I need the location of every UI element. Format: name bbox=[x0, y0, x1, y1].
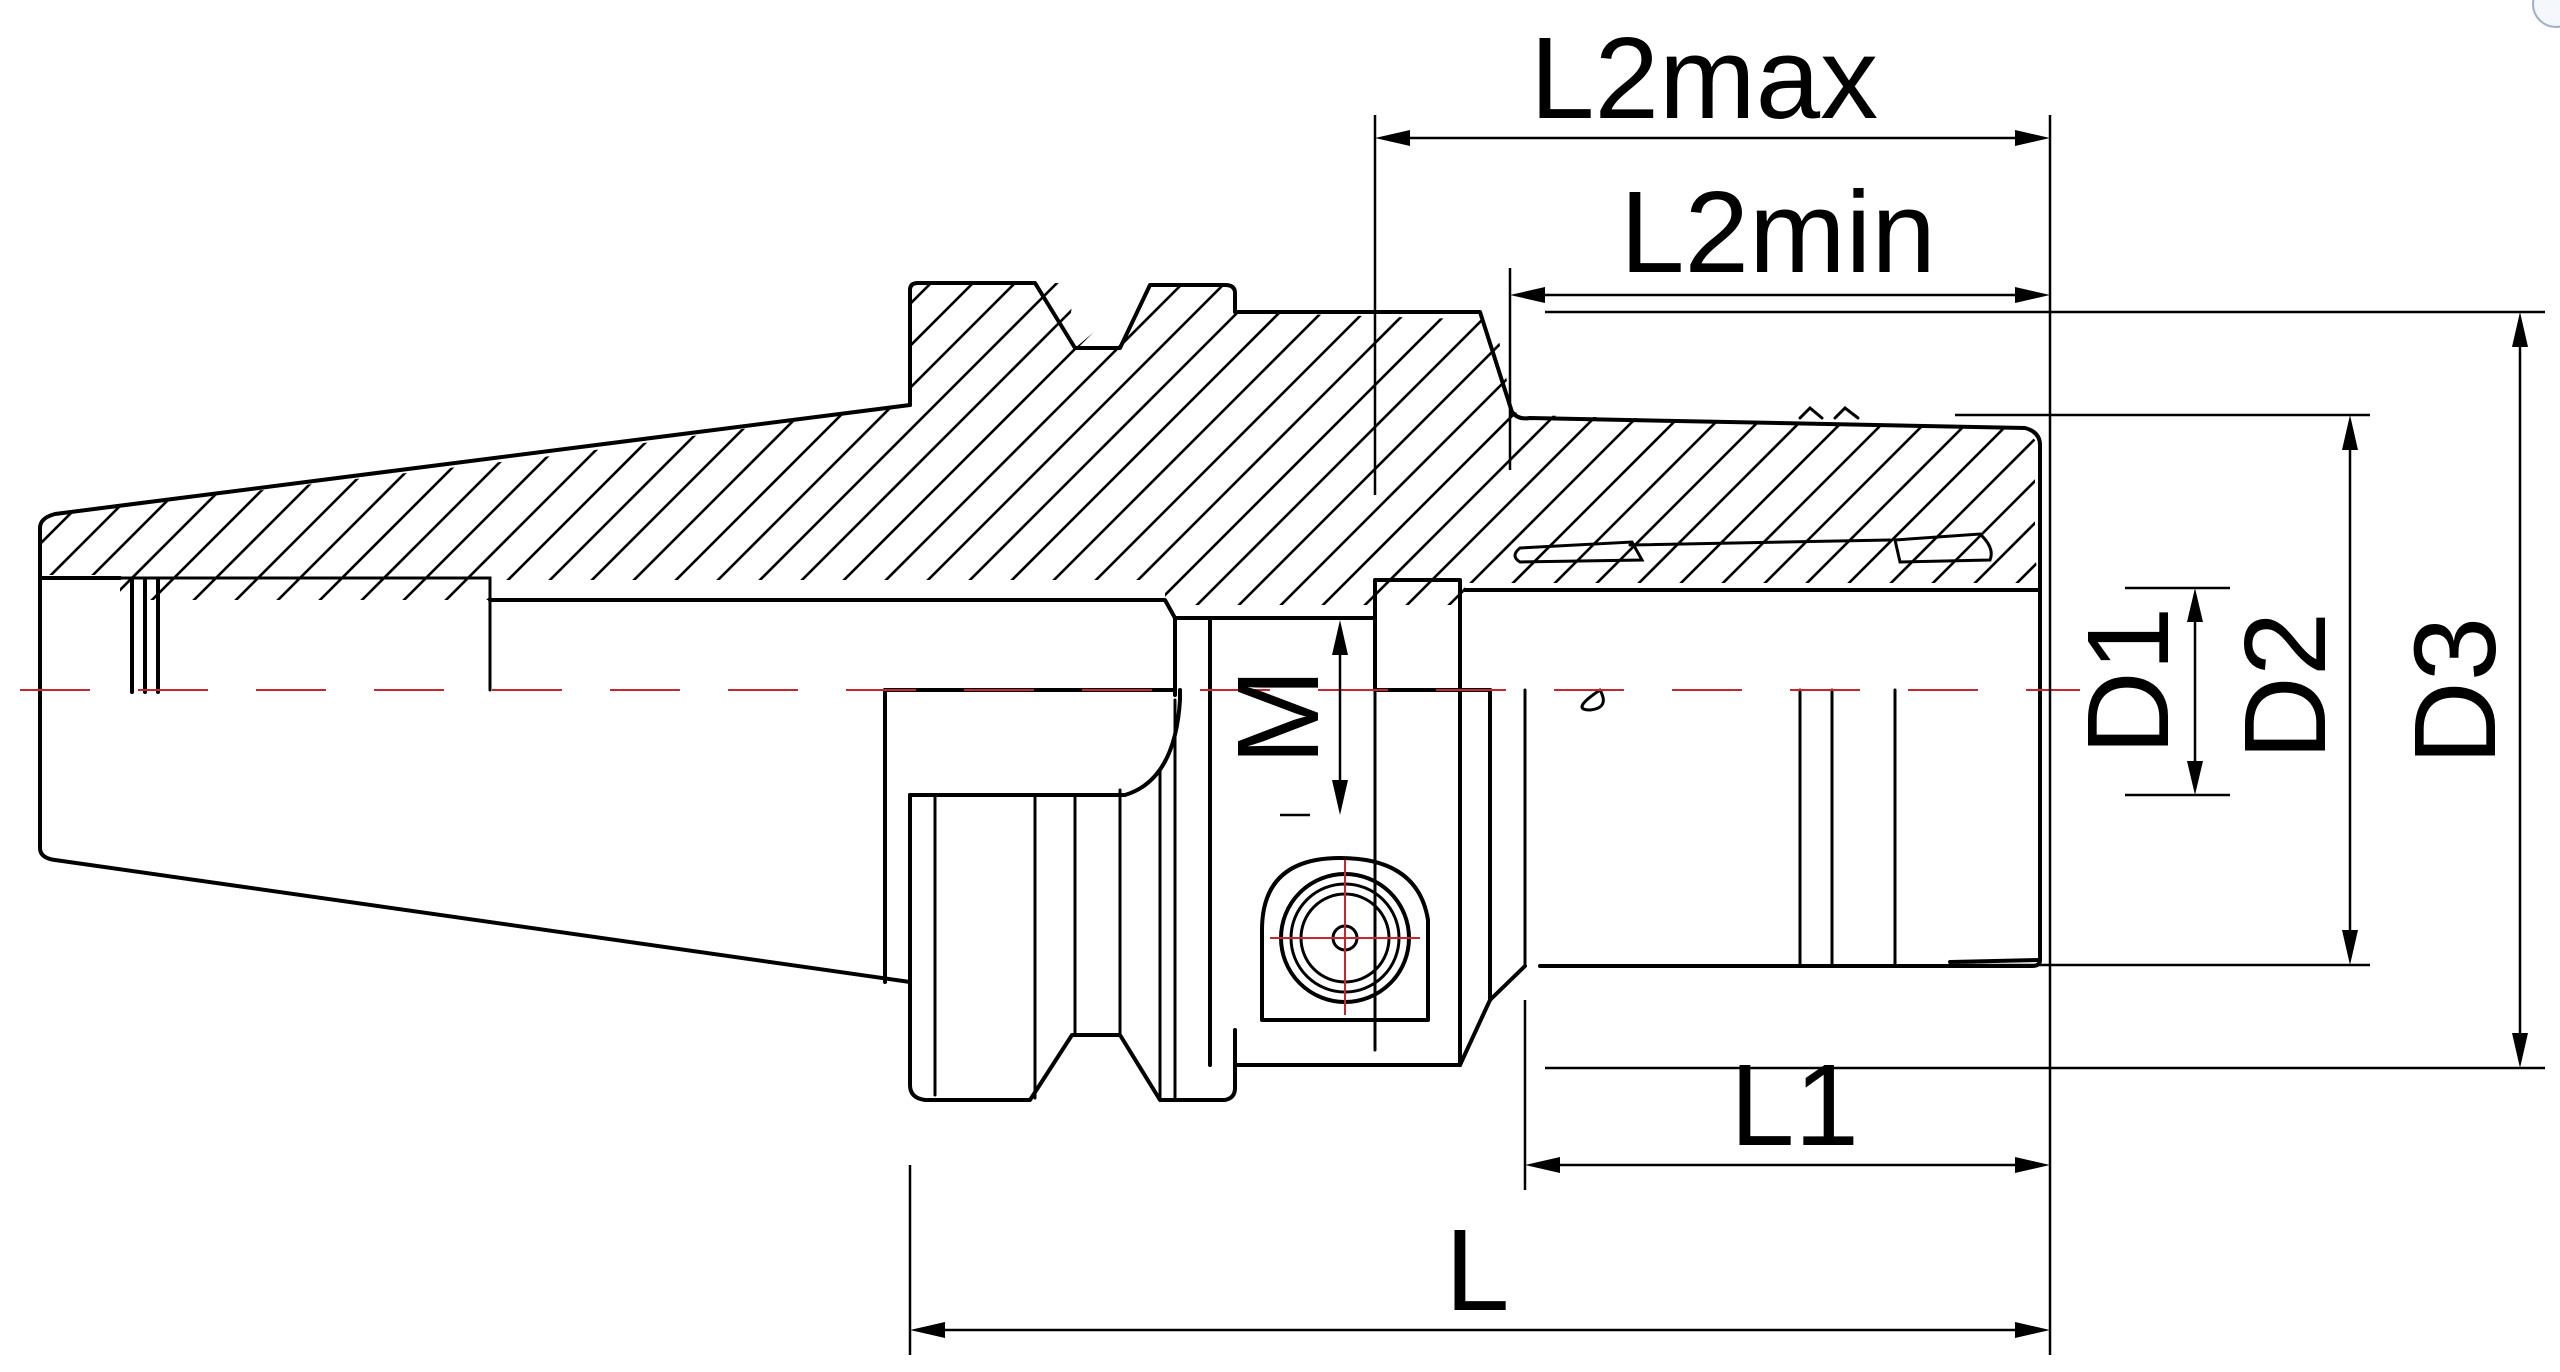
hatch-line bbox=[2328, 250, 2560, 650]
hatch-line bbox=[59, 283, 461, 605]
hatch-line bbox=[563, 283, 965, 605]
hatch-line bbox=[2202, 250, 2560, 650]
dimension-d1: D1 bbox=[2063, 588, 2203, 795]
hatch-line bbox=[2496, 250, 2560, 650]
hatch-line bbox=[773, 283, 1175, 605]
hatch-line bbox=[40, 283, 377, 605]
dimension-m: M bbox=[1213, 620, 1348, 817]
hatch-line bbox=[40, 283, 167, 605]
dimension-l2min: L2min bbox=[1508, 167, 2050, 470]
d3-label: D3 bbox=[2390, 617, 2520, 765]
hatch-line bbox=[731, 283, 1133, 605]
hatch-line bbox=[1991, 283, 2040, 605]
d2-label: D2 bbox=[2220, 612, 2350, 760]
clamping-screw bbox=[1260, 856, 1430, 1022]
hatch-line bbox=[2412, 250, 2560, 650]
hatch-line bbox=[2033, 283, 2040, 605]
hatch-line bbox=[2160, 250, 2560, 650]
hatch-line bbox=[647, 283, 1049, 605]
hatch-line bbox=[437, 283, 839, 605]
l2min-label: L2min bbox=[1620, 167, 1936, 297]
hatch-line bbox=[40, 283, 41, 605]
l2max-label: L2max bbox=[1530, 13, 1878, 143]
d1-label: D1 bbox=[2063, 607, 2193, 755]
hatch-line bbox=[689, 283, 1091, 605]
hatch-line bbox=[40, 283, 335, 605]
hatch-line bbox=[40, 283, 125, 605]
hatch-line bbox=[2118, 250, 2518, 650]
hatch-line bbox=[815, 283, 1217, 605]
dimension-l2max: L2max bbox=[1373, 13, 2052, 1355]
hatch-line bbox=[269, 283, 671, 605]
hatch-line bbox=[185, 283, 587, 605]
dimension-d2: D2 bbox=[2220, 415, 2358, 965]
hatch-line bbox=[311, 283, 713, 605]
dimension-l: L bbox=[908, 1165, 2050, 1355]
holder-body-outline bbox=[38, 281, 2042, 984]
dimension-d3: D3 bbox=[2390, 312, 2528, 1068]
hatch-line bbox=[2370, 250, 2560, 650]
hatch-line bbox=[521, 283, 923, 605]
hatch-line bbox=[40, 283, 419, 605]
hatch-line bbox=[857, 283, 1259, 605]
hatch-line bbox=[40, 283, 251, 605]
diameter-extension-lines bbox=[1545, 310, 2545, 1070]
hatch-line bbox=[2454, 250, 2560, 650]
dimension-l1: L1 bbox=[1523, 1000, 2050, 1190]
hatch-line bbox=[2244, 250, 2560, 650]
m-label: M bbox=[1213, 668, 1343, 765]
holder-lower-view bbox=[883, 596, 2042, 1102]
hatch-line bbox=[395, 283, 797, 605]
l1-label: L1 bbox=[1730, 1040, 1859, 1170]
hatch-line bbox=[605, 283, 1007, 605]
hatch-line bbox=[2076, 250, 2476, 650]
hatch-line bbox=[2538, 250, 2560, 650]
hatch-line bbox=[101, 283, 503, 605]
hatch-line bbox=[40, 283, 209, 605]
l-label: L bbox=[1445, 1205, 1510, 1335]
hatch-line bbox=[479, 283, 881, 605]
hatch-line bbox=[143, 283, 545, 605]
